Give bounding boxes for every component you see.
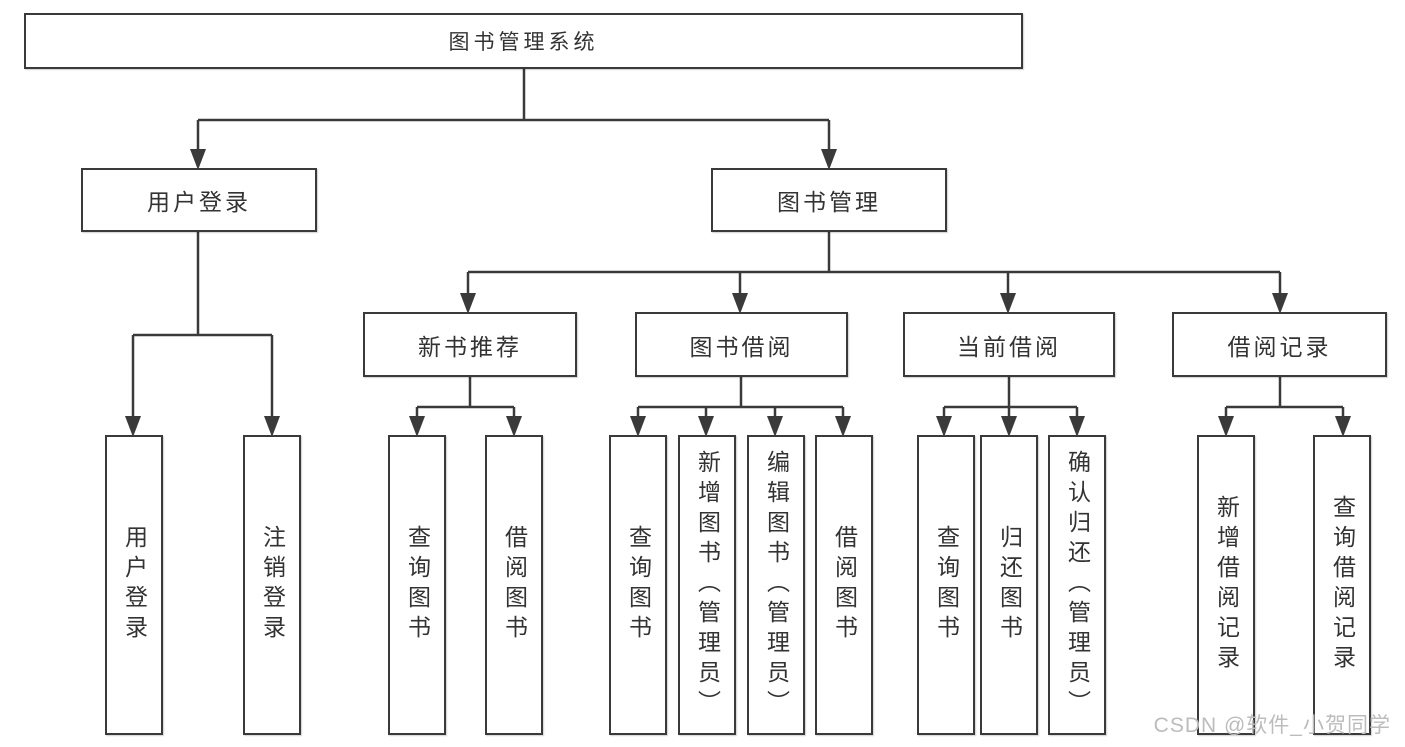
leaf-query-books-recommend: 查询图书	[388, 435, 446, 735]
node-user-login: 用户登录	[81, 168, 317, 232]
leaf-add-borrow-record: 新增借阅记录	[1197, 435, 1255, 735]
leaf-query-borrow-record: 查询借阅记录	[1313, 435, 1371, 735]
leaf-query-books-current: 查询图书	[917, 435, 975, 735]
node-book-borrowing: 图书借阅	[635, 312, 848, 377]
leaf-confirm-return-admin: 确认归还（管理员）	[1048, 435, 1106, 735]
csdn-watermark: CSDN @软件_小贺同学	[1153, 714, 1391, 737]
arrowheads	[125, 149, 1351, 437]
leaf-logout: 注销登录	[243, 435, 301, 735]
node-borrowing-records: 借阅记录	[1172, 312, 1387, 377]
leaf-query-books-borrowing: 查询图书	[609, 435, 667, 735]
node-library-management-system: 图书管理系统	[24, 13, 1023, 69]
node-book-management: 图书管理	[711, 168, 947, 232]
node-new-book-recommendation: 新书推荐	[363, 312, 577, 377]
leaf-add-book-admin: 新增图书（管理员）	[678, 435, 736, 735]
leaf-return-book: 归还图书	[980, 435, 1038, 735]
leaf-edit-book-admin: 编辑图书（管理员）	[747, 435, 805, 735]
node-current-borrowing: 当前借阅	[903, 312, 1115, 377]
leaf-borrow-books-borrowing: 借阅图书	[815, 435, 873, 735]
leaf-borrow-books-recommend: 借阅图书	[485, 435, 543, 735]
leaf-user-login: 用户登录	[105, 435, 163, 735]
